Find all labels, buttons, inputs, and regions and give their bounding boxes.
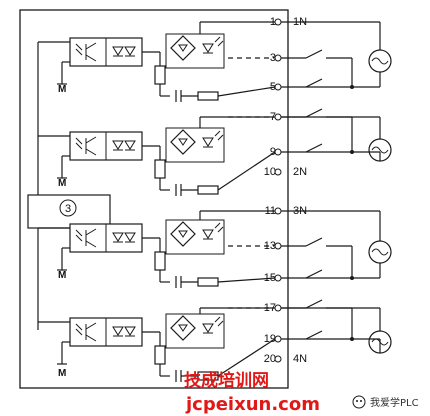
- resistor: [197, 185, 219, 195]
- terminal-label: 1: [270, 16, 276, 28]
- terminal-label: 13: [264, 240, 276, 252]
- ground-label: M: [58, 178, 66, 189]
- triac-driver: [165, 33, 225, 69]
- watermark-url: jcpeixun.com: [185, 394, 320, 415]
- channel-4: [38, 307, 276, 382]
- led-icon: [202, 323, 214, 333]
- ground-label: M: [58, 270, 66, 281]
- bridge-rectifier: [170, 315, 196, 341]
- terminal: [274, 168, 282, 176]
- neutral-label: 3N: [293, 205, 307, 217]
- terminal-label: 10: [264, 166, 276, 178]
- load-2: [281, 108, 392, 162]
- switch-contact: [305, 330, 323, 340]
- module-number: 3: [65, 203, 71, 215]
- diode-icon: [112, 46, 124, 56]
- bridge-rectifier: [170, 129, 196, 155]
- terminal-label: 19: [264, 333, 276, 345]
- watermark-title: 技成培训网: [184, 370, 269, 391]
- neutral-labels: 1N 2N 3N 4N: [293, 16, 307, 365]
- ground-labels: M M M M: [58, 84, 66, 379]
- channel-1: [38, 21, 276, 102]
- diode-icon: [112, 232, 124, 242]
- output-channels: [38, 21, 276, 382]
- ground-label: M: [58, 368, 66, 379]
- watermark: 技成培训网 jcpeixun.com 我爱学PLC: [184, 370, 419, 415]
- terminal-label: 3: [270, 52, 276, 64]
- resistor: [154, 251, 166, 271]
- triac-driver: [165, 127, 225, 163]
- terminal-label: 15: [264, 272, 276, 284]
- bridge-rectifier: [170, 35, 196, 61]
- led-icon: [202, 43, 214, 53]
- terminal-label: 7: [270, 111, 276, 123]
- terminal-label: 5: [270, 81, 276, 93]
- switch-contact: [305, 108, 323, 118]
- led-icon: [202, 137, 214, 147]
- resistor: [154, 159, 166, 179]
- triac-driver: [165, 219, 225, 255]
- resistor: [154, 345, 166, 365]
- neutral-label: 2N: [293, 166, 307, 178]
- switch-contact: [305, 299, 323, 309]
- diode-icon: [112, 326, 124, 336]
- load-1: [281, 21, 392, 89]
- diode-icon: [124, 232, 136, 242]
- resistor: [197, 277, 219, 287]
- terminal-label: 9: [270, 146, 276, 158]
- switch-contact: [305, 78, 323, 88]
- terminal-label: 11: [265, 205, 276, 217]
- triac-driver: [165, 313, 225, 349]
- terminal: [274, 355, 282, 363]
- load-3: [281, 210, 392, 280]
- switch-contact: [305, 269, 323, 279]
- module-3-box: 3: [27, 194, 111, 229]
- switch-contact: [305, 143, 323, 153]
- terminal-labels: 1 3 5 7 9 10 11 13 15 17 19 20: [264, 16, 276, 365]
- wechat-icon: [352, 395, 366, 409]
- diode-icon: [112, 140, 124, 150]
- resistor: [154, 65, 166, 85]
- neutral-label: 1N: [293, 16, 307, 28]
- channel-2: [38, 116, 276, 196]
- diode-icon: [124, 140, 136, 150]
- terminal-label: 20: [264, 353, 276, 365]
- neutral-label: 4N: [293, 353, 307, 365]
- load-4: [281, 299, 392, 354]
- channel-3: [38, 210, 276, 288]
- external-loads: [281, 21, 392, 354]
- bridge-rectifier: [170, 221, 196, 247]
- diode-icon: [124, 326, 136, 336]
- ground-label: M: [58, 84, 66, 95]
- watermark-badge: 我爱学PLC: [370, 396, 419, 409]
- switch-contact: [305, 49, 323, 59]
- led-icon: [202, 229, 214, 239]
- resistor: [197, 91, 219, 101]
- diode-icon: [124, 46, 136, 56]
- terminal-label: 17: [264, 302, 276, 314]
- switch-contact: [305, 237, 323, 247]
